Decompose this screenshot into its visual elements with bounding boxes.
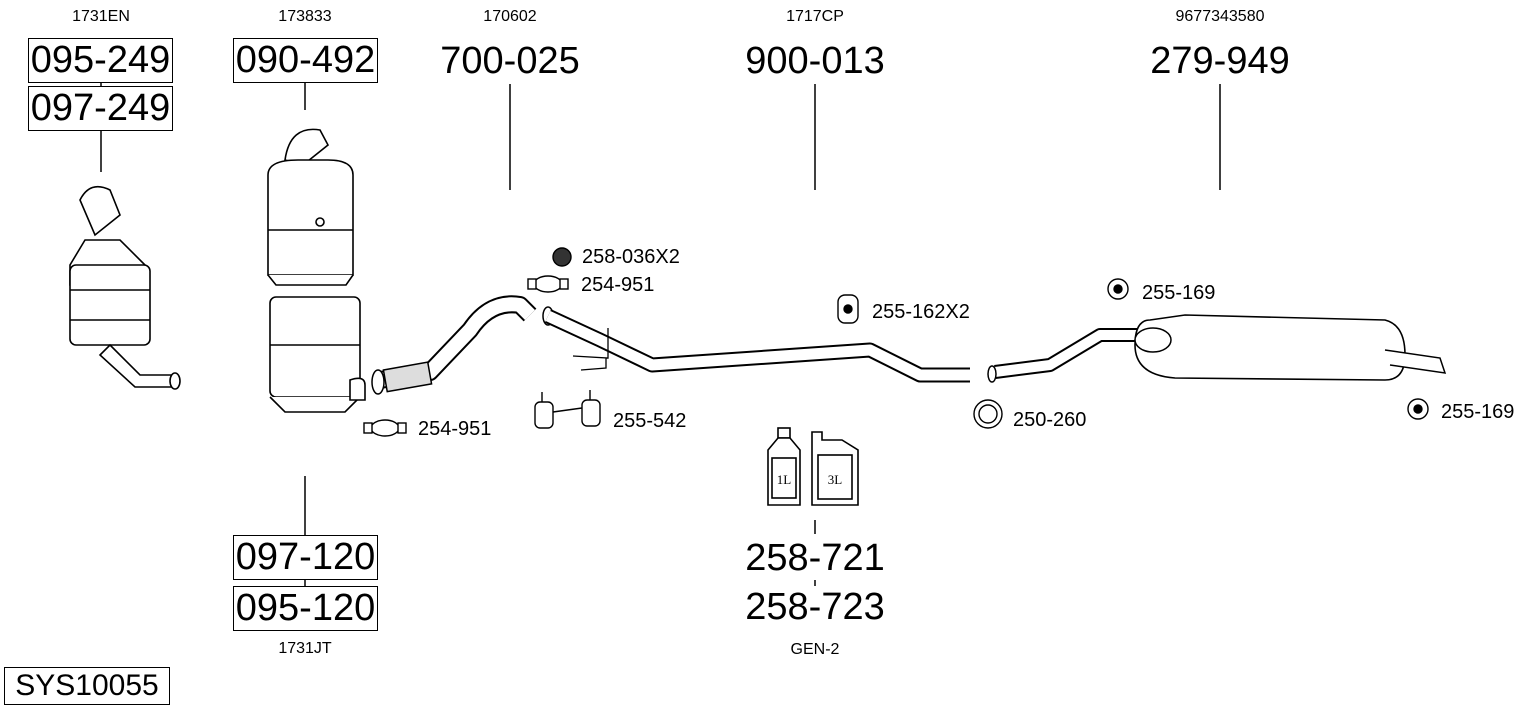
part-250-260[interactable]: 250-260 (1013, 409, 1087, 431)
part-258-721[interactable]: 258-721 (745, 537, 885, 579)
clamp-icon-upper (527, 275, 569, 293)
part-255-162x2[interactable]: 255-162X2 (872, 301, 970, 323)
dpf-lower (269, 296, 366, 413)
catalyst-left (69, 185, 181, 390)
part-254-951-lower[interactable]: 254-951 (418, 418, 492, 440)
dpf-upper (267, 128, 354, 286)
part-700-025[interactable]: 700-025 (440, 40, 580, 82)
part-255-169-end[interactable]: 255-169 (1441, 401, 1515, 423)
hanger-bracket-icon (534, 390, 601, 429)
bottle-large-label: 3L (828, 472, 843, 487)
part-090-492[interactable]: 090-492 (233, 38, 378, 83)
clamp-icon-rear (973, 399, 1003, 429)
part-097-120[interactable]: 097-120 (233, 535, 378, 580)
part-279-949[interactable]: 279-949 (1150, 40, 1290, 82)
hanger-icon-rear-top (1107, 278, 1129, 300)
middle-pipe (544, 309, 970, 383)
nut-icon (552, 247, 572, 267)
flex-section (382, 361, 433, 393)
clamp-icon-lower (363, 419, 407, 437)
ref-9677343580: 9677343580 (1175, 8, 1265, 25)
hanger-icon-mid (837, 294, 859, 324)
part-097-249[interactable]: 097-249 (28, 86, 173, 131)
bottle-small-label: 1L (777, 472, 792, 487)
part-095-120[interactable]: 095-120 (233, 586, 378, 631)
ref-1731en: 1731EN (72, 8, 130, 25)
front-pipe (371, 295, 554, 395)
part-095-249[interactable]: 095-249 (28, 38, 173, 83)
bottle-small-icon (767, 427, 801, 506)
hanger-icon-rear-end (1407, 398, 1429, 420)
system-code: SYS10055 (4, 667, 170, 705)
part-255-169-top[interactable]: 255-169 (1142, 282, 1216, 304)
ref-173833: 173833 (278, 8, 332, 25)
ref-170602: 170602 (483, 8, 537, 25)
ref-1731jt: 1731JT (278, 640, 332, 657)
rear-silencer (987, 314, 1447, 383)
ref-1717cp: 1717CP (786, 8, 844, 25)
part-258-723[interactable]: 258-723 (745, 586, 885, 628)
part-900-013[interactable]: 900-013 (745, 40, 885, 82)
part-254-951-upper[interactable]: 254-951 (581, 274, 655, 296)
part-255-542[interactable]: 255-542 (613, 410, 687, 432)
ref-gen-2: GEN-2 (790, 641, 840, 658)
bottle-large-icon (811, 431, 859, 506)
part-258-036x2[interactable]: 258-036X2 (582, 246, 680, 268)
